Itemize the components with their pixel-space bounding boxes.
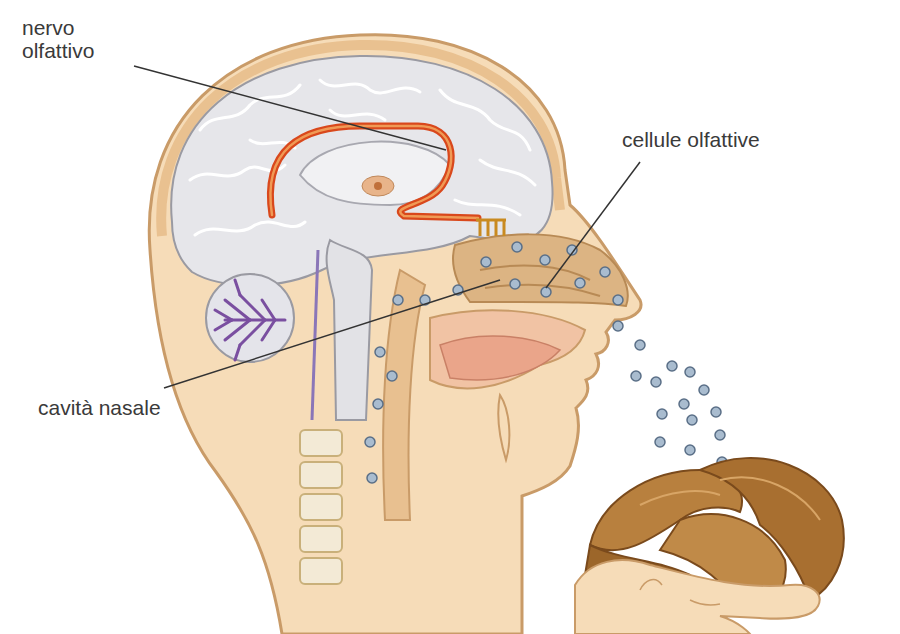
thalamus-core [374, 182, 382, 190]
olfactory-receptors [476, 220, 506, 236]
leader-lines [134, 66, 640, 388]
olfactory-nerve [270, 126, 478, 218]
oral-cavity [430, 310, 585, 388]
pharynx [383, 270, 425, 520]
vertebrae [300, 430, 342, 584]
cerebellum-tree [215, 280, 285, 360]
spinal-nerve [312, 250, 318, 420]
odor-molecules [365, 242, 737, 483]
brain-folds [190, 80, 535, 235]
thalamus [362, 176, 394, 196]
part-label: cavità nasale [38, 396, 161, 419]
part-label: nervo olfattivo [22, 16, 132, 62]
olfactory-nerve-highlight [270, 126, 478, 218]
brainstem [327, 240, 372, 420]
hand [575, 560, 820, 634]
nasal-cavity [453, 234, 628, 306]
tongue [440, 336, 560, 380]
cerebellum [206, 274, 294, 362]
head-outline [149, 35, 641, 634]
epiglottis [498, 395, 509, 460]
part-label: cellule olfattive [622, 128, 760, 151]
finger-lines [640, 580, 720, 605]
